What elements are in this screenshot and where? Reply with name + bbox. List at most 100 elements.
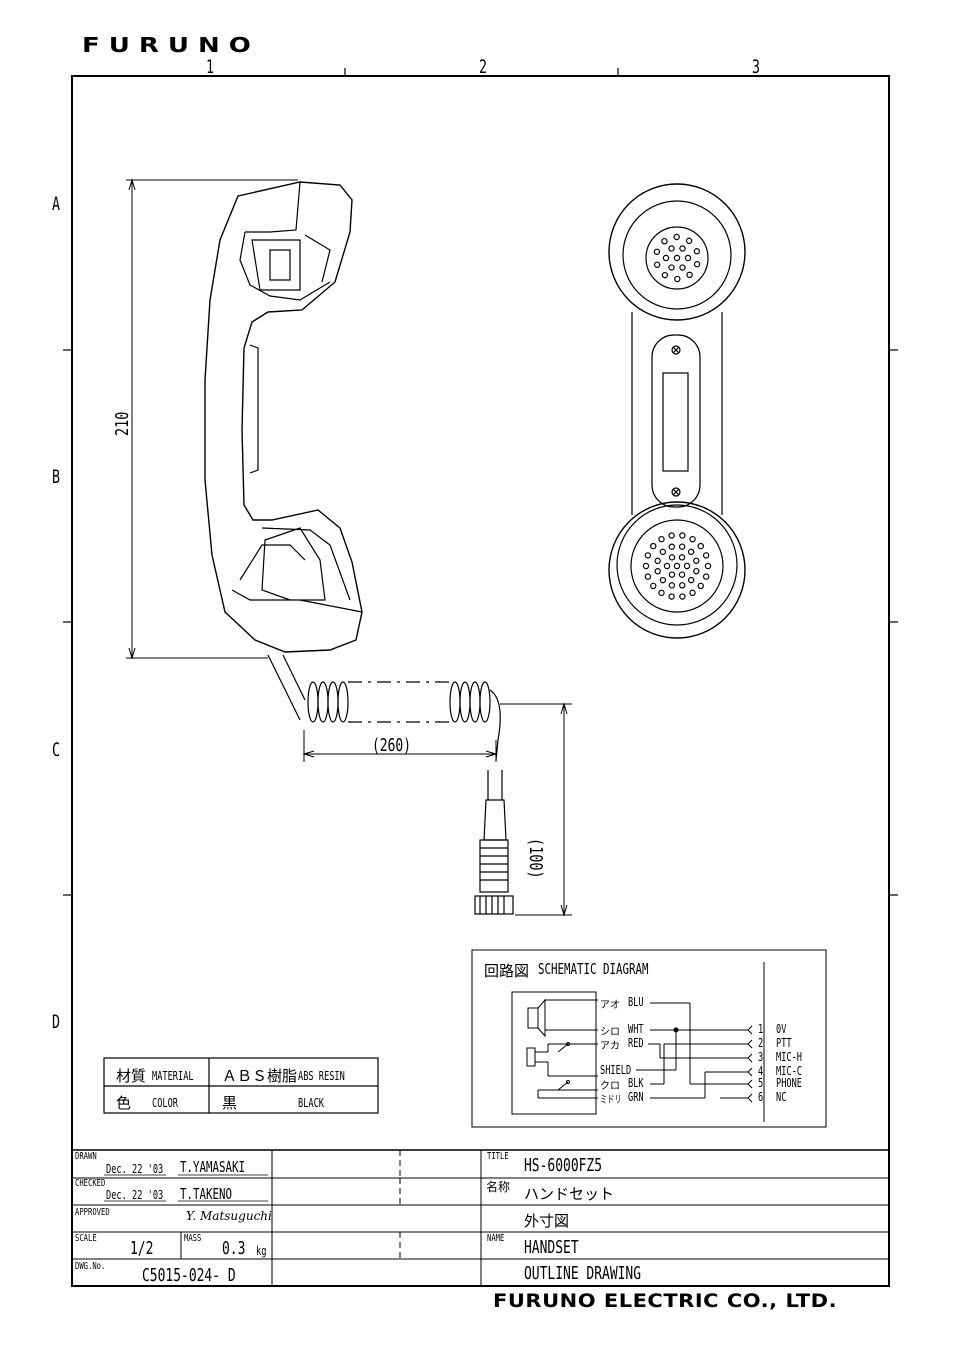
pin-name: PHONE bbox=[776, 1076, 803, 1090]
approved-signature: Y. Matsuguchi bbox=[186, 1209, 272, 1223]
mass-unit: kg bbox=[256, 1244, 267, 1258]
wire-en: GRN bbox=[628, 1090, 644, 1104]
zone-row-a: A bbox=[52, 193, 61, 215]
material-label-jp: 材質 bbox=[116, 1067, 147, 1085]
speaker-hole bbox=[678, 543, 686, 550]
speaker-hole bbox=[668, 582, 676, 589]
wire-en: SHIELD bbox=[600, 1063, 632, 1077]
wire-jp: アオ bbox=[600, 1000, 620, 1011]
speaker-hole bbox=[663, 562, 671, 570]
zone-row-b: B bbox=[52, 466, 61, 488]
speaker-hole bbox=[689, 589, 696, 597]
pin-number: 4 bbox=[758, 1064, 764, 1078]
speaker-hole bbox=[687, 576, 695, 584]
wire-jp: ミドリ bbox=[600, 1095, 622, 1106]
speaker-hole bbox=[674, 275, 681, 283]
speaker-hole bbox=[686, 271, 693, 279]
speaker-hole bbox=[689, 535, 696, 543]
material-label-en: MATERIAL bbox=[152, 1069, 194, 1083]
dwg-no: C5015-024- D bbox=[142, 1265, 236, 1286]
speaker-hole bbox=[693, 557, 700, 564]
material-value-jp: ＡＢＳ樹脂 bbox=[222, 1067, 298, 1085]
speaker-hole bbox=[644, 552, 652, 559]
wire-en: BLU bbox=[628, 995, 644, 1009]
wire-jp: アカ bbox=[600, 1041, 620, 1052]
speaker-hole bbox=[679, 582, 686, 589]
speaker-hole bbox=[693, 567, 700, 575]
wire-en: BLK bbox=[628, 1076, 644, 1090]
pin-name: MIC-C bbox=[776, 1064, 803, 1078]
speaker-hole bbox=[662, 254, 670, 262]
speaker-hole bbox=[702, 552, 710, 559]
dwg-no-label: DWG.No. bbox=[75, 1261, 106, 1272]
speaker-hole bbox=[668, 264, 675, 271]
speaker-hole bbox=[654, 557, 661, 565]
speaker-hole bbox=[642, 562, 650, 570]
speaker-hole bbox=[668, 532, 675, 539]
speaker-hole bbox=[661, 271, 669, 279]
approved-label: APPROVED bbox=[75, 1207, 110, 1218]
drawn-date: Dec. 22 '03 bbox=[106, 1162, 164, 1176]
dimension-lines bbox=[126, 178, 572, 917]
speaker-hole bbox=[653, 248, 661, 255]
drawing-frame bbox=[71, 75, 890, 1287]
pin-number: 6 bbox=[758, 1090, 764, 1104]
schematic-lines bbox=[471, 949, 827, 1128]
checked-by: T.TAKENO bbox=[180, 1185, 233, 1203]
pin-number: 1 bbox=[758, 1022, 764, 1036]
drawn-label: DRAWN bbox=[75, 1151, 97, 1162]
speaker-hole bbox=[683, 562, 691, 570]
speaker-hole bbox=[678, 571, 686, 578]
pin-number: 3 bbox=[758, 1050, 764, 1064]
speaker-hole bbox=[658, 589, 665, 597]
mass-value: 0.3 bbox=[222, 1238, 246, 1259]
speaker-hole bbox=[678, 554, 686, 561]
scale-value: 1/2 bbox=[130, 1238, 154, 1259]
speaker-hole bbox=[668, 571, 676, 578]
pin-name: MIC-H bbox=[776, 1050, 803, 1064]
handset-side-view bbox=[204, 181, 363, 721]
speaker-hole bbox=[661, 237, 668, 245]
pin-number: 5 bbox=[758, 1076, 764, 1090]
wire-en: RED bbox=[628, 1036, 644, 1050]
wire-jp: クロ bbox=[600, 1081, 620, 1092]
speaker-hole bbox=[650, 582, 657, 590]
wire-en: WHT bbox=[628, 1022, 644, 1036]
speaker-hole bbox=[668, 543, 675, 550]
drawing-type: OUTLINE DRAWING bbox=[524, 1263, 642, 1284]
material-table-lines bbox=[103, 1057, 379, 1114]
drawn-by: T.YAMASAKI bbox=[180, 1158, 246, 1176]
dim-cord-length: (260) bbox=[372, 735, 412, 756]
speaker-hole bbox=[668, 245, 675, 252]
speaker-hole bbox=[668, 593, 675, 600]
speaker-hole bbox=[697, 582, 704, 590]
zone-row-d: D bbox=[52, 1011, 61, 1033]
schematic-title-jp: 回路図 bbox=[484, 962, 530, 980]
name-jp: ハンドセット bbox=[524, 1185, 615, 1203]
zone-ticks bbox=[63, 68, 898, 896]
speaker-hole bbox=[659, 548, 667, 556]
speaker-hole bbox=[673, 254, 681, 262]
schematic-title-en: SCHEMATIC DIAGRAM bbox=[538, 960, 649, 978]
handset-front-view bbox=[608, 183, 746, 639]
material-value-en: ABS RESIN bbox=[298, 1069, 345, 1083]
speaker-hole bbox=[659, 576, 667, 584]
speaker-hole bbox=[653, 261, 661, 268]
speaker-hole bbox=[697, 542, 704, 550]
speaker-hole bbox=[702, 573, 710, 580]
part-name: HANDSET bbox=[524, 1237, 579, 1258]
speaker-hole bbox=[654, 568, 661, 575]
dim-height: 210 bbox=[112, 411, 133, 436]
speaker-hole bbox=[684, 254, 692, 262]
pin-name: 0V bbox=[776, 1022, 787, 1036]
color-label-en: COLOR bbox=[152, 1096, 179, 1110]
zone-col-3: 3 bbox=[752, 56, 761, 78]
zone-col-1: 1 bbox=[206, 56, 215, 78]
speaker-hole bbox=[650, 542, 657, 550]
color-value-en: BLACK bbox=[298, 1096, 325, 1110]
speaker-hole bbox=[679, 532, 686, 539]
speaker-hole bbox=[679, 264, 686, 271]
mass-label: MASS bbox=[184, 1233, 202, 1244]
drawing-type-jp: 外寸図 bbox=[524, 1212, 570, 1230]
